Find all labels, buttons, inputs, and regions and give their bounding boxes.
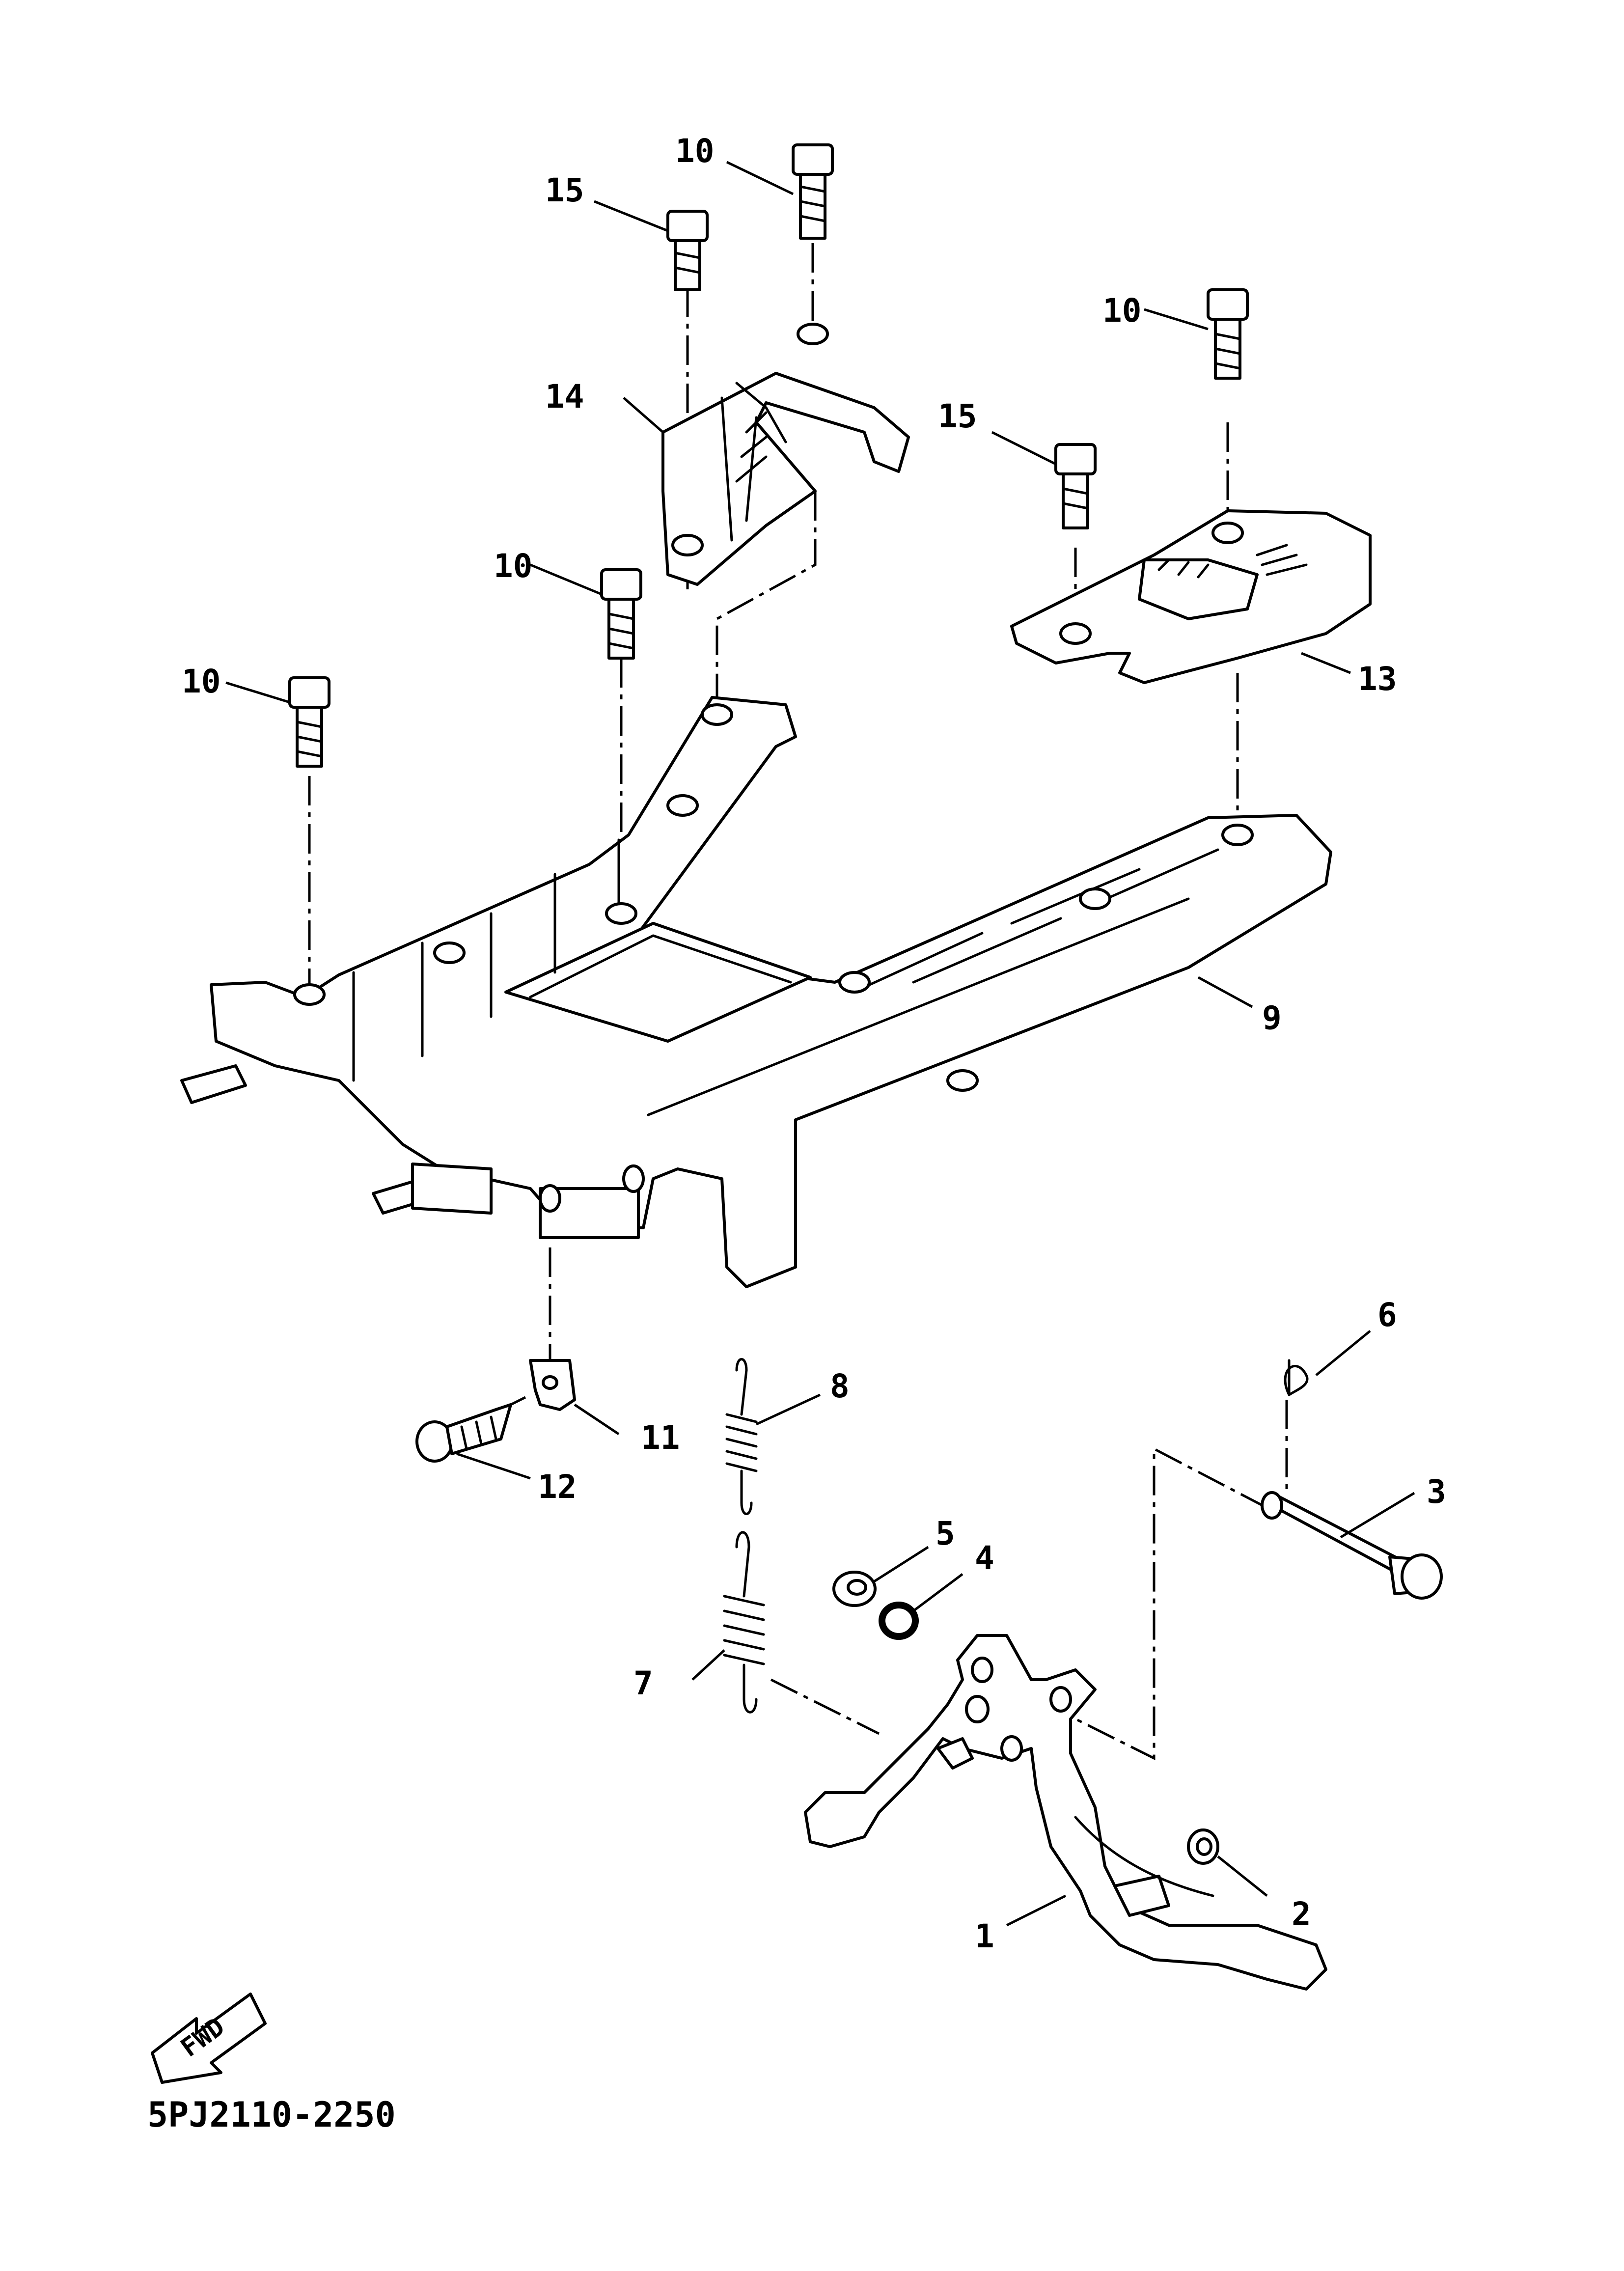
spring-part-7 bbox=[723, 1531, 765, 1714]
callout-10-right: 10 bbox=[1102, 292, 1141, 330]
callout-6: 6 bbox=[1377, 1296, 1397, 1334]
main-stand-part-1 bbox=[804, 1634, 1327, 1991]
main-floor-frame-part-9 bbox=[180, 696, 1332, 1288]
callout-10-middle: 10 bbox=[494, 547, 532, 585]
washer-part-4 bbox=[879, 1602, 919, 1640]
spring-part-8 bbox=[725, 1358, 758, 1515]
screw-part-12 bbox=[415, 1396, 526, 1463]
washer-part-2 bbox=[1187, 1828, 1219, 1865]
right-cover-part-13 bbox=[1010, 509, 1372, 684]
callout-11: 11 bbox=[641, 1419, 680, 1457]
callout-3: 3 bbox=[1427, 1473, 1446, 1511]
washer-part-5 bbox=[832, 1571, 877, 1607]
bolt-10-middle bbox=[600, 568, 642, 660]
left-cover-part-14 bbox=[661, 323, 910, 586]
bolt-10-left bbox=[288, 676, 330, 768]
forward-direction-arrow-icon: FWD bbox=[151, 1993, 267, 2084]
leader-lines bbox=[225, 161, 1415, 1927]
callout-10-top: 10 bbox=[675, 132, 714, 170]
clip-part-11 bbox=[529, 1359, 576, 1411]
cotter-pin-part-6 bbox=[1284, 1359, 1309, 1396]
callout-1: 1 bbox=[975, 1917, 994, 1955]
callout-labels: 10 15 10 14 15 10 13 10 9 6 8 11 12 3 5 … bbox=[182, 132, 1446, 1955]
callout-12: 12 bbox=[538, 1468, 577, 1506]
bolt-10-right bbox=[1207, 288, 1249, 380]
callout-15-right: 15 bbox=[938, 397, 977, 435]
callout-9: 9 bbox=[1262, 999, 1282, 1037]
callout-14: 14 bbox=[545, 378, 584, 415]
callout-7: 7 bbox=[633, 1664, 653, 1702]
callout-5: 5 bbox=[936, 1515, 955, 1552]
callout-2: 2 bbox=[1292, 1895, 1311, 1933]
callout-15-left: 15 bbox=[545, 171, 584, 209]
bolt-10-top bbox=[792, 143, 834, 240]
callout-13: 13 bbox=[1358, 660, 1397, 698]
bolts-parts-10-15 bbox=[288, 143, 1249, 768]
callout-10-left: 10 bbox=[182, 663, 220, 700]
bolt-15-right bbox=[1054, 443, 1097, 529]
diagram-code: 5PJ2110-2250 bbox=[147, 2095, 396, 2135]
pivot-shaft-part-3 bbox=[1261, 1491, 1443, 1600]
bolt-15-left bbox=[666, 210, 709, 291]
callout-4: 4 bbox=[975, 1539, 994, 1577]
callout-8: 8 bbox=[830, 1367, 850, 1405]
